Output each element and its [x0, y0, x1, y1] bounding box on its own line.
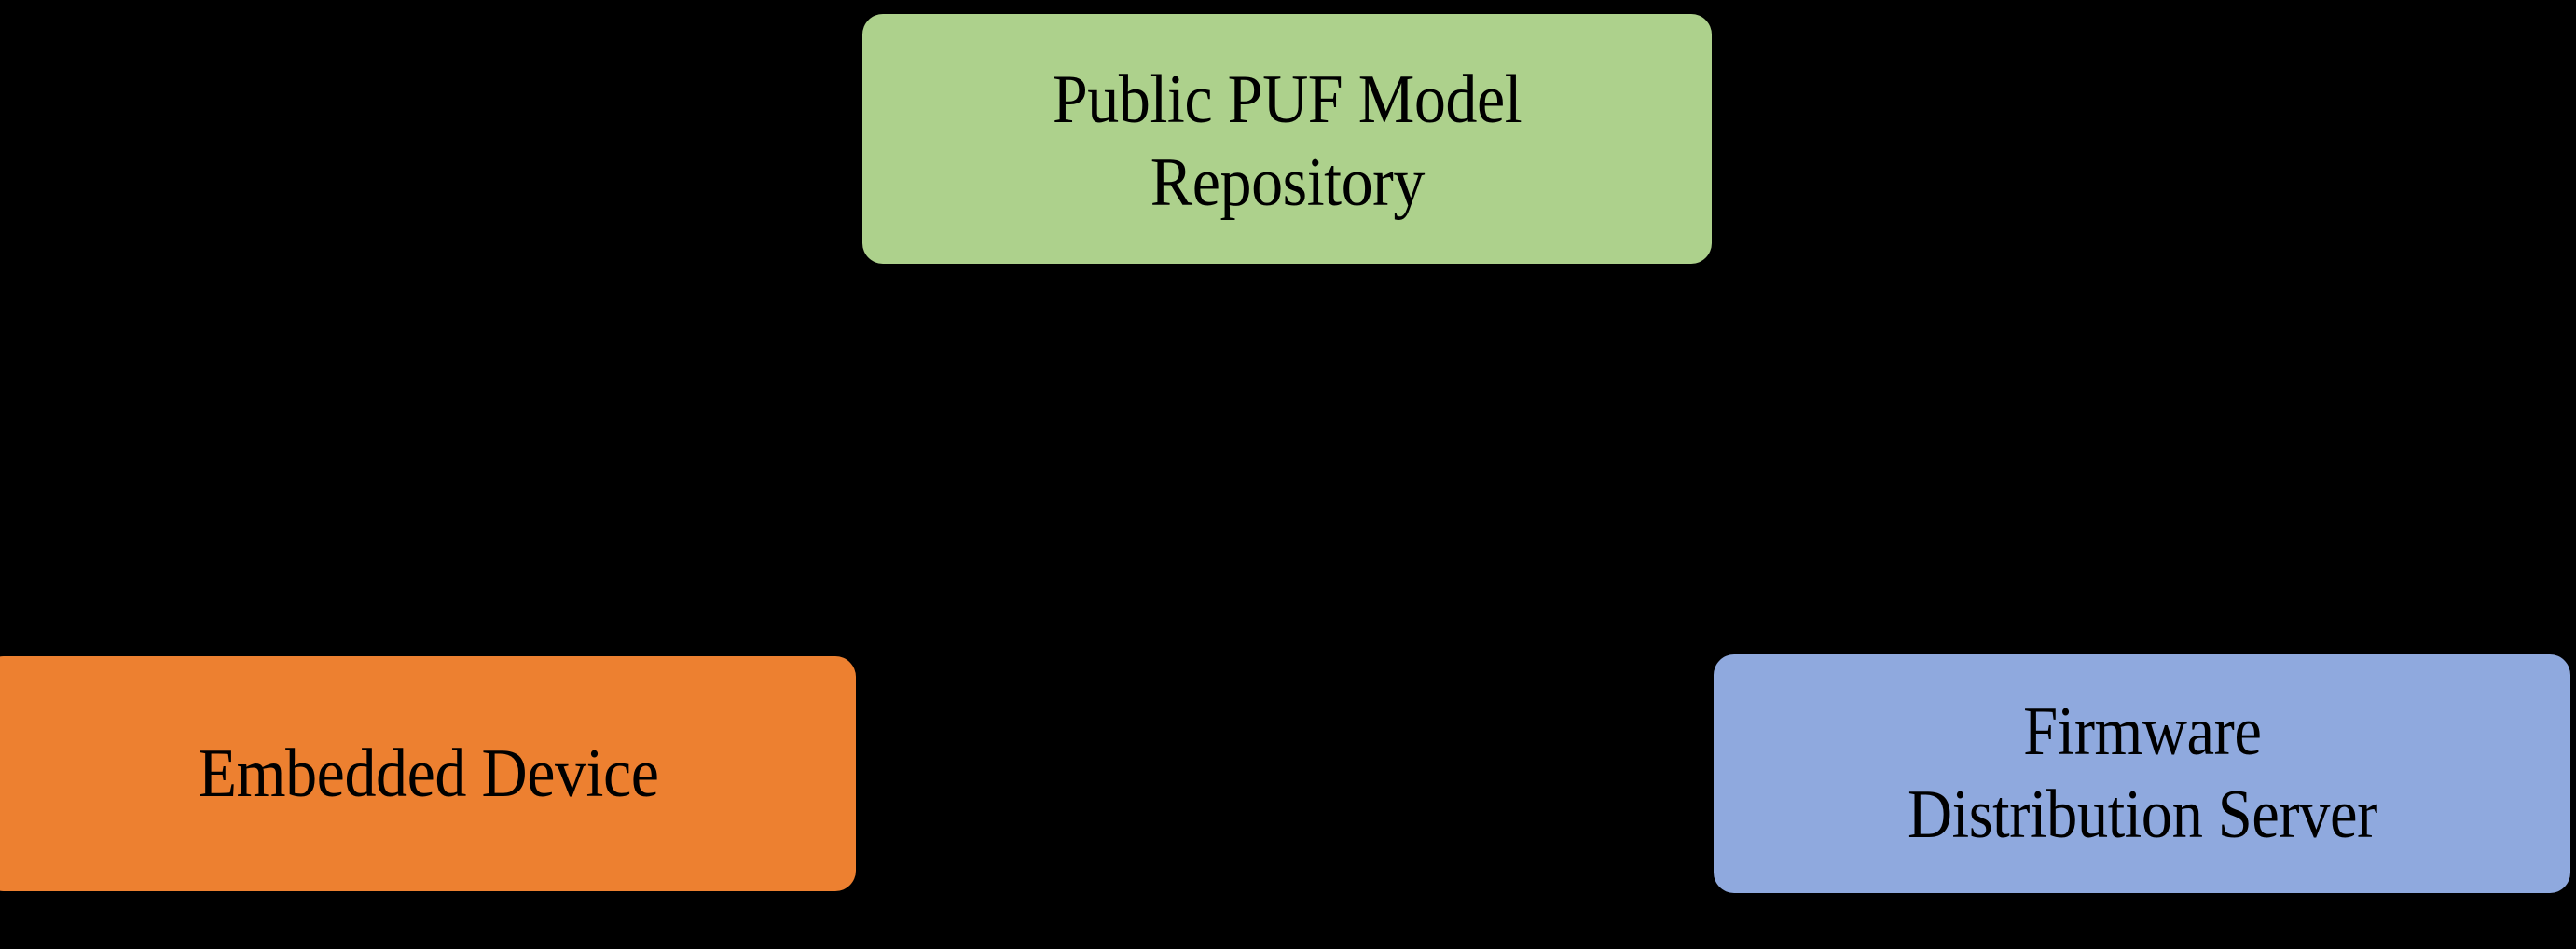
edge-device-to-server — [858, 772, 1714, 774]
node-label-line: Public PUF Model — [1052, 62, 1522, 139]
node-label-line: Embedded Device — [197, 735, 659, 812]
node-firmware-distribution-server[interactable]: Firmware Distribution Server — [1714, 654, 2570, 893]
edge-device-to-repository — [856, 280, 858, 653]
edge-repository-to-server — [1715, 280, 1717, 653]
node-label-line: Repository — [1150, 144, 1425, 221]
node-label-line: Firmware — [2022, 694, 2262, 771]
node-embedded-device[interactable]: Embedded Device — [0, 656, 856, 891]
node-public-puf-model-repository[interactable]: Public PUF Model Repository — [862, 14, 1712, 264]
node-label-line: Distribution Server — [1907, 777, 2377, 853]
